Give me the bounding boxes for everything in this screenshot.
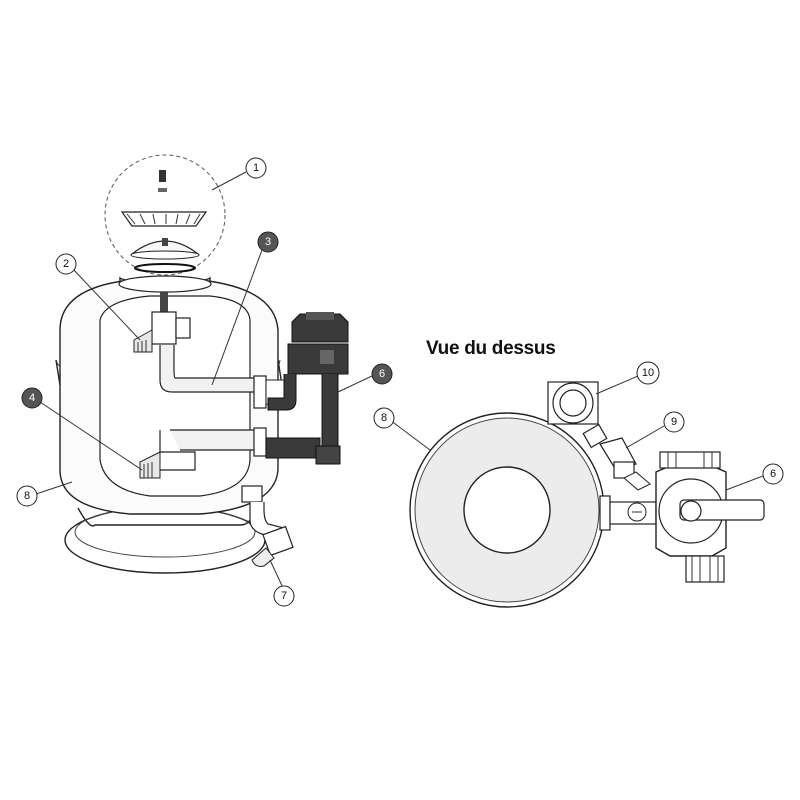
svg-text:8: 8 [24, 490, 30, 502]
svg-text:10: 10 [642, 367, 654, 379]
callout-1: 1 [245, 157, 267, 179]
svg-text:6: 6 [770, 468, 776, 480]
callout-8: 8 [16, 485, 38, 507]
detail-circle [104, 154, 226, 276]
svg-text:7: 7 [281, 590, 287, 602]
top-leader-lines [389, 375, 764, 491]
svg-text:6: 6 [379, 368, 385, 380]
callout-6: 6 [371, 363, 393, 385]
top-view-elbow [582, 423, 651, 491]
detail-parts [120, 170, 208, 273]
callout-7: 7 [273, 585, 295, 607]
top-callout-10: 10 [636, 361, 660, 385]
top-view-valve [655, 451, 765, 583]
lower-collector [139, 430, 196, 479]
svg-text:2: 2 [63, 258, 69, 270]
svg-text:8: 8 [381, 412, 387, 424]
top-callout-9: 9 [663, 411, 685, 433]
top-callout-6: 6 [762, 463, 784, 485]
svg-text:4: 4 [29, 392, 35, 404]
top-view-tank [409, 412, 605, 608]
multiport-valve [265, 312, 349, 465]
svg-text:3: 3 [265, 236, 271, 248]
callout-3: 3 [257, 231, 279, 253]
top-view-lid [547, 381, 599, 425]
leader-lines [35, 171, 373, 591]
side-view: 1 2 3 4 6 7 8 [16, 154, 393, 607]
top-callout-8: 8 [373, 407, 395, 429]
top-view-heading: Vue du dessus [426, 338, 556, 359]
callout-2: 2 [55, 253, 77, 275]
top-view-connector [599, 495, 657, 531]
callout-4: 4 [21, 387, 43, 409]
tank-base [64, 506, 266, 574]
lower-pipe [170, 427, 267, 457]
upper-collector [133, 292, 191, 353]
svg-text:9: 9 [671, 416, 677, 428]
svg-text:1: 1 [253, 162, 259, 174]
top-view: 8 10 9 6 [373, 361, 784, 608]
drain-valve [241, 485, 294, 567]
